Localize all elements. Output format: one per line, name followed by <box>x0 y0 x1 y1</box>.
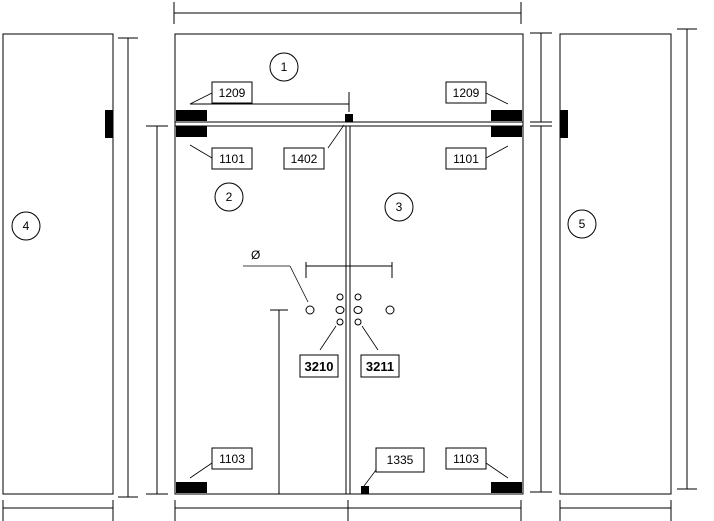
door-height-dimension-left <box>146 125 168 495</box>
bottom-door-width-dimensions <box>174 500 522 521</box>
label-left-handle: 3210 <box>299 354 339 378</box>
door-height-dimension-right <box>530 125 552 493</box>
right-sidelight-height-dimension <box>677 28 697 490</box>
svg-text:5: 5 <box>579 217 586 231</box>
right-sidelight-width-dimension <box>559 500 672 521</box>
bottom-left-patch <box>176 482 207 493</box>
floor-stop-block <box>361 486 369 494</box>
svg-text:1209: 1209 <box>219 86 246 100</box>
left-sidelight-clamp <box>105 110 113 138</box>
svg-text:1209: 1209 <box>453 86 480 100</box>
handle-height-dimension <box>270 309 288 494</box>
diameter-callout: Ø <box>243 248 309 303</box>
leader-lines <box>189 92 509 487</box>
handle-holes <box>305 293 395 326</box>
bottom-right-patch <box>491 482 522 493</box>
left-sidelight-height-dimension <box>118 37 138 498</box>
handle-hole-left <box>305 305 315 315</box>
top-dimension-line <box>173 2 522 24</box>
label-floor-stop: 1335 <box>375 447 425 473</box>
svg-text:4: 4 <box>23 219 30 233</box>
top-panel-height-dimension <box>530 32 552 123</box>
diameter-symbol: Ø <box>251 248 260 262</box>
label-top-right-patch: 1209 <box>445 81 487 104</box>
upper-right-hinge <box>491 126 522 137</box>
left-sidelight-panel <box>2 33 114 495</box>
left-sidelight-width-dimension <box>2 500 114 521</box>
svg-text:3210: 3210 <box>305 359 334 374</box>
right-sidelight-panel <box>559 33 672 495</box>
svg-text:2: 2 <box>226 190 233 204</box>
svg-text:1335: 1335 <box>387 453 414 467</box>
label-center-lock: 1402 <box>283 147 325 170</box>
top-left-patch <box>176 110 207 121</box>
svg-text:3211: 3211 <box>366 359 394 374</box>
right-sidelight-clamp <box>560 110 568 138</box>
panel-number-3: 3 <box>384 192 414 222</box>
svg-text:1103: 1103 <box>453 452 479 466</box>
main-frame <box>174 33 524 495</box>
panel-number-5: 5 <box>567 209 597 239</box>
svg-text:1402: 1402 <box>291 152 318 166</box>
panel-number-1: 1 <box>269 52 299 82</box>
svg-text:1103: 1103 <box>219 452 245 466</box>
label-upper-right-hinge: 1101 <box>445 147 487 170</box>
handle-hole-right <box>385 305 395 315</box>
label-right-handle: 3211 <box>360 354 400 378</box>
svg-text:1: 1 <box>281 60 288 74</box>
label-top-left-patch: 1209 <box>211 81 253 104</box>
label-upper-left-hinge: 1101 <box>211 147 253 170</box>
upper-left-hinge <box>176 126 207 137</box>
lock-offset-dimension <box>190 92 350 112</box>
svg-text:3: 3 <box>396 200 403 214</box>
handle-spacing-dimension <box>305 262 393 278</box>
handle-hole-center-right <box>353 306 363 314</box>
svg-text:1101: 1101 <box>453 152 479 166</box>
panel-number-2: 2 <box>214 182 244 212</box>
label-bottom-left-patch: 1103 <box>211 447 253 470</box>
label-bottom-right-patch: 1103 <box>445 447 487 470</box>
top-right-patch <box>491 110 522 121</box>
panel-number-4: 4 <box>11 211 41 241</box>
handle-hole-center-left <box>335 306 345 314</box>
center-lock-block <box>345 114 353 122</box>
svg-text:1101: 1101 <box>219 152 245 166</box>
